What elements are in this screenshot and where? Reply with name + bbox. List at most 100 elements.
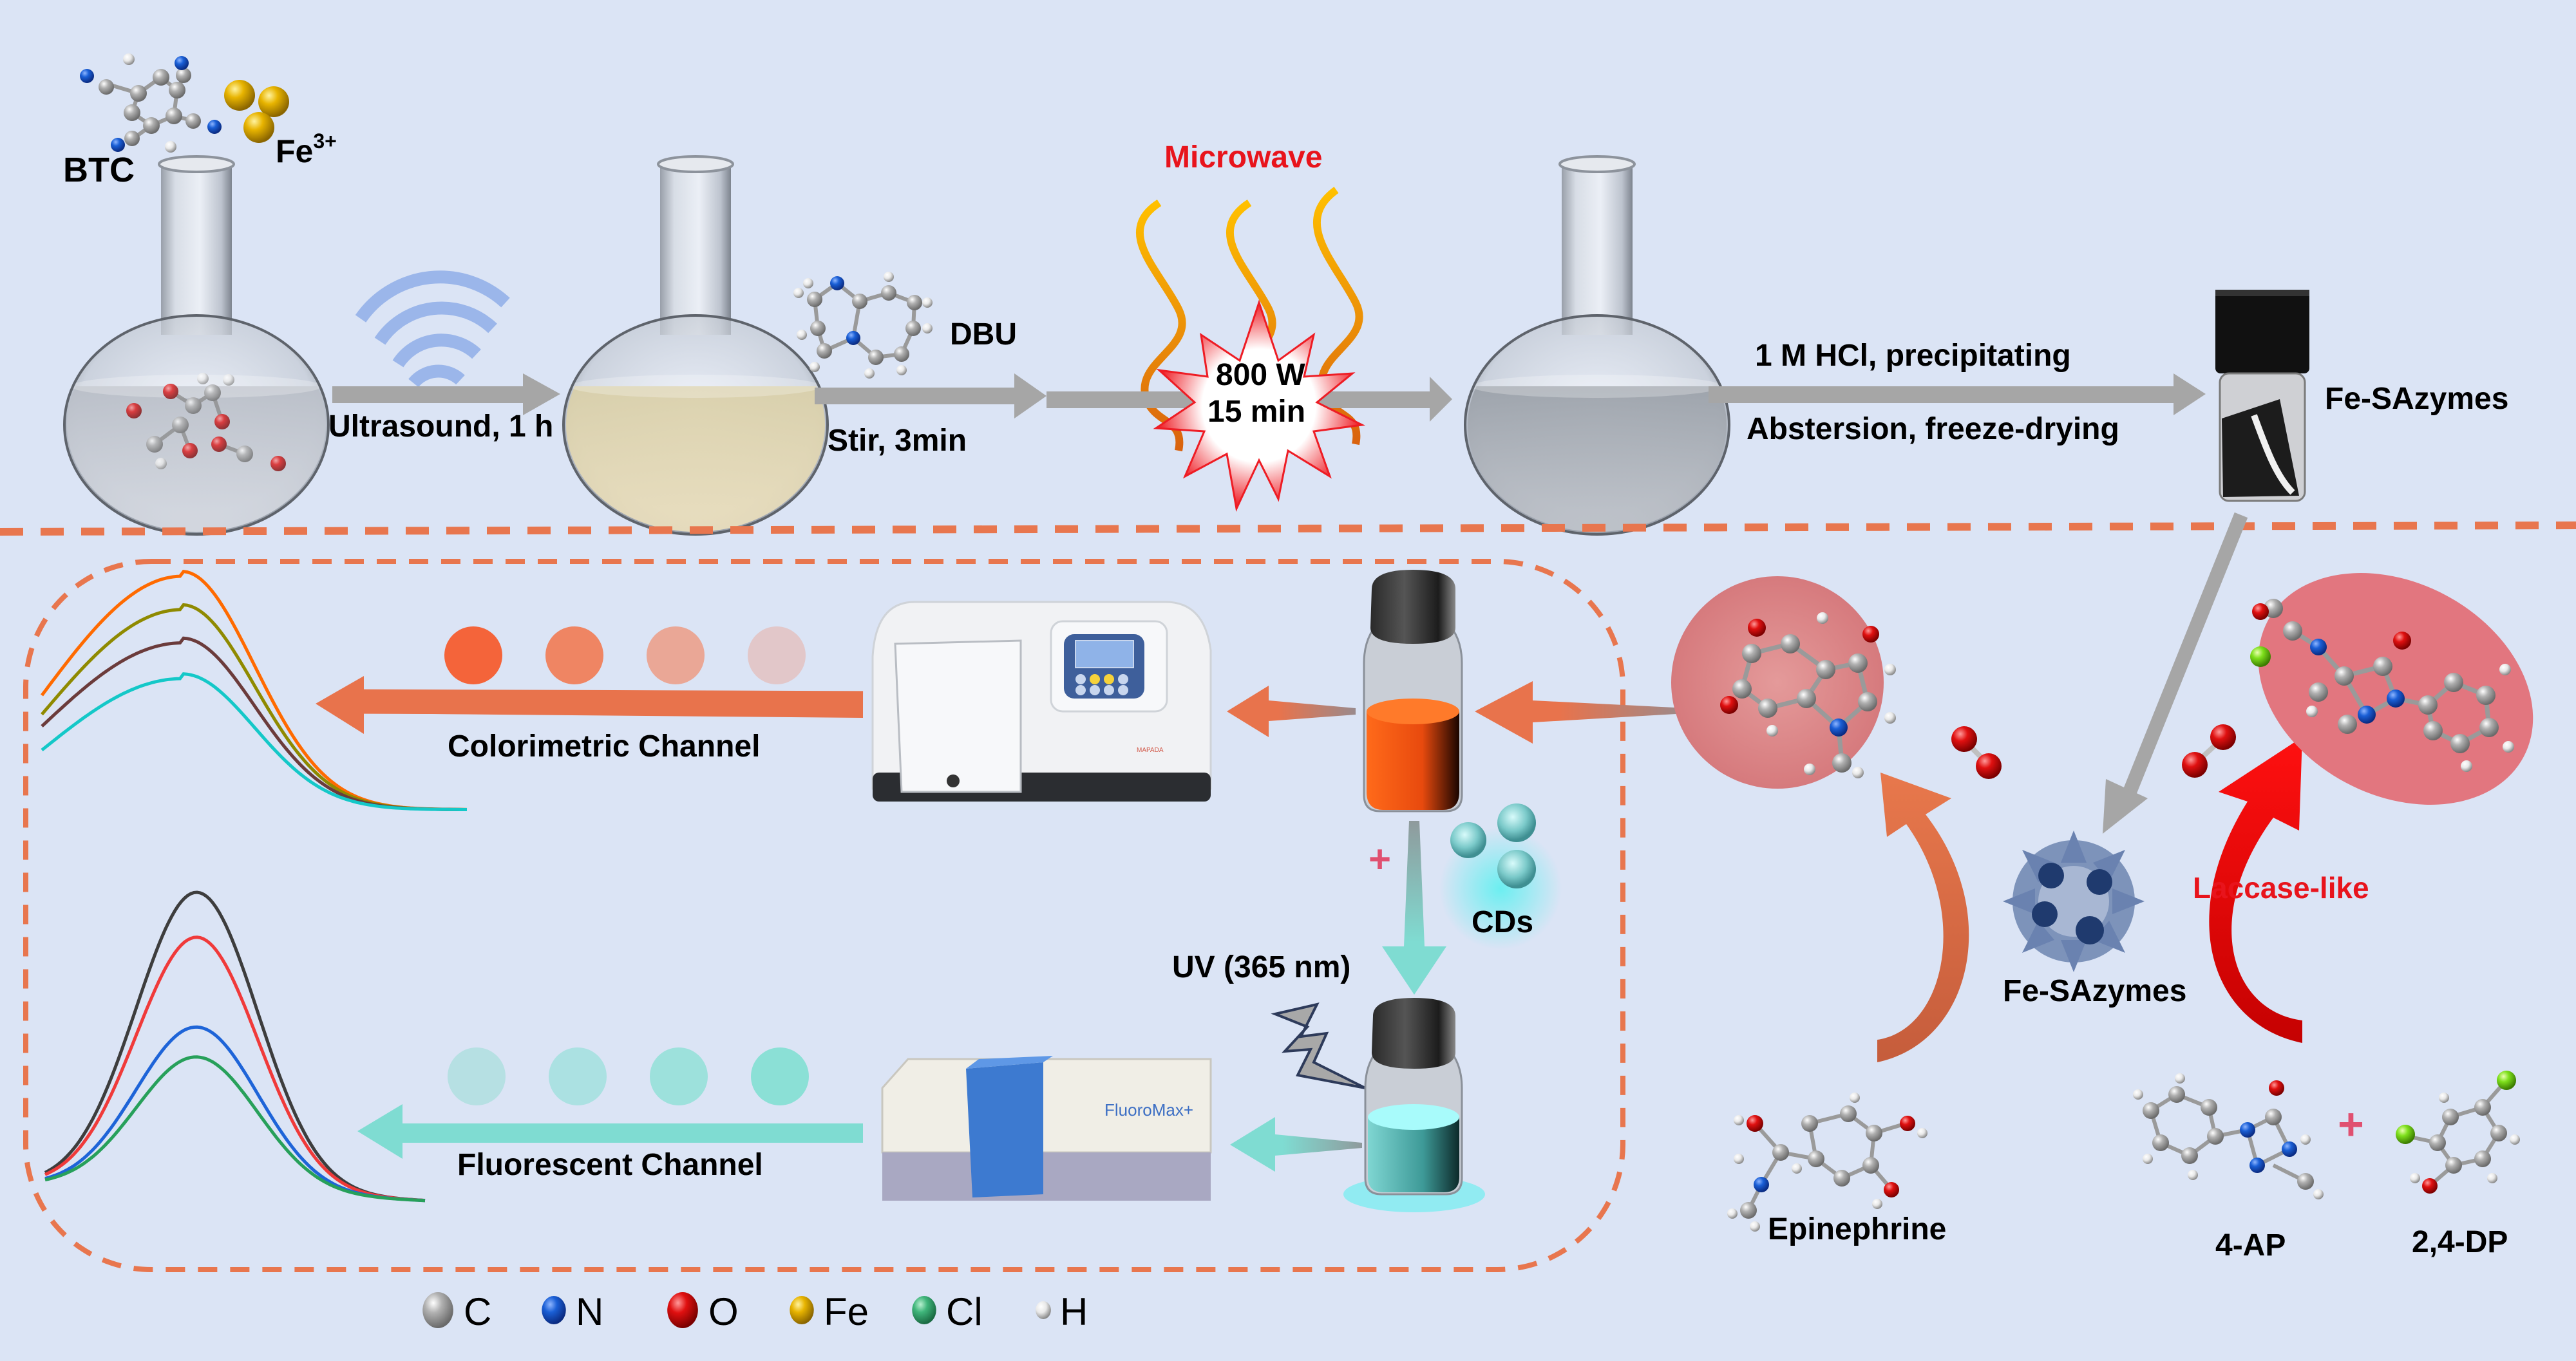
- legend-label: N: [576, 1290, 603, 1333]
- plus-icon: +: [2338, 1099, 2364, 1149]
- dbu-molecule: [793, 272, 933, 379]
- flask-rim: [158, 155, 235, 173]
- color-dot: [444, 626, 502, 684]
- legend-label: H: [1060, 1290, 1088, 1333]
- step-stir-label: Stir, 3min: [828, 424, 967, 458]
- fe-sazymes-nanoflower-icon: [2003, 831, 2145, 972]
- step-hcl-label: 1 M HCl, precipitating: [1755, 339, 2071, 373]
- legend-label: C: [464, 1290, 491, 1333]
- legend-label: O: [708, 1290, 739, 1333]
- oxidized-4ap-product: [2250, 573, 2533, 805]
- carbon-dots-icon: [1439, 803, 1562, 950]
- arrow-vial-to-fluorometer: [1230, 1117, 1362, 1172]
- fluorescent-spectra-chart: [44, 890, 426, 1203]
- step-ultrasound-label: Ultrasound, 1 h: [328, 409, 553, 444]
- atom-legend: C N O Fe Cl H: [422, 1290, 1088, 1333]
- color-dot: [545, 626, 603, 684]
- legend-item-c: C: [422, 1290, 491, 1333]
- vial-fluorescent: [1343, 998, 1485, 1212]
- colorimetric-color-dots: [444, 626, 806, 684]
- atom-cl-icon: [912, 1296, 936, 1324]
- fluorometer: FluoroMax+: [881, 1056, 1212, 1201]
- epinephrine-molecule: [1727, 1093, 1927, 1232]
- flask-microwaved: [1464, 155, 1730, 536]
- legend-label: Cl: [946, 1290, 983, 1333]
- oxygen-molecule-icon: [1951, 726, 2002, 779]
- color-dot: [448, 1047, 506, 1105]
- uv-label: UV (365 nm): [1172, 950, 1350, 984]
- enzyme-label: Fe-SAzymes: [2003, 974, 2186, 1008]
- laccase-like-label: Laccase-like: [2193, 871, 2369, 905]
- fe-ions-icon: [224, 80, 289, 143]
- fluorescent-color-dots: [448, 1047, 809, 1105]
- flask-neck: [1562, 164, 1633, 335]
- epinephrine-label: Epinephrine: [1768, 1212, 1946, 1246]
- solvent-molecules: [126, 373, 286, 471]
- oxidized-epinephrine: [1671, 576, 1896, 789]
- spectrum-line-f4: [44, 1055, 426, 1203]
- 24dp-molecule: [2396, 1071, 2520, 1194]
- btc-label: BTC: [63, 151, 135, 189]
- svg-text:FluoroMax+: FluoroMax+: [1104, 1100, 1193, 1120]
- 4ap-molecule: [2133, 1073, 2324, 1199]
- step-drying-label: Abstersion, freeze-drying: [1747, 412, 2119, 446]
- color-dot: [748, 626, 806, 684]
- legend-label: Fe: [824, 1290, 869, 1333]
- atom-h-icon: [1036, 1301, 1051, 1319]
- btc-molecule: [80, 53, 222, 153]
- starburst-shape: [1153, 299, 1366, 512]
- arrow-ultrasound: [332, 373, 560, 415]
- dbu-label: DBU: [950, 317, 1017, 352]
- legend-item-n: N: [542, 1290, 603, 1333]
- vial-colorimetric: [1363, 570, 1463, 812]
- plus-icon: +: [1368, 838, 1391, 881]
- arrow-vial-to-uvvis: [1227, 686, 1356, 737]
- legend-item-cl: Cl: [912, 1290, 983, 1333]
- detection-box: [23, 559, 1625, 1272]
- oxygen-molecule-icon: [2182, 724, 2236, 778]
- color-dot: [650, 1047, 708, 1105]
- colorimetric-arrow: [316, 676, 864, 734]
- atom-fe-icon: [790, 1296, 814, 1324]
- atom-o-icon: [667, 1292, 698, 1328]
- flask-neck: [161, 164, 232, 335]
- spectrum-line-f2: [44, 935, 426, 1203]
- atom-n-icon: [542, 1296, 566, 1324]
- flask-sonicated: [562, 155, 829, 536]
- color-dot: [549, 1047, 607, 1105]
- microwave-label: Microwave: [1164, 140, 1322, 174]
- flask-rim: [1558, 155, 1636, 173]
- flask-neck: [660, 164, 731, 335]
- atom-c-icon: [422, 1292, 453, 1328]
- arrow-to-enzyme: [2103, 512, 2248, 834]
- legend-item-h: H: [1036, 1290, 1088, 1333]
- flask-rim: [657, 155, 734, 173]
- colorimetric-spectra-chart: [41, 570, 468, 811]
- arc-arrow-epinephrine: [1877, 773, 1969, 1088]
- microwave-time: 15 min: [1208, 395, 1305, 429]
- legend-item-fe: Fe: [790, 1290, 869, 1333]
- fluorescent-arrow: [357, 1104, 863, 1159]
- microwave-power: 800 W: [1216, 358, 1305, 392]
- color-dot: [751, 1047, 809, 1105]
- svg-text:MAPADA: MAPADA: [1137, 747, 1164, 754]
- fluorescent-channel-label: Fluorescent Channel: [457, 1148, 763, 1182]
- arrow-stir: [815, 373, 1046, 418]
- cds-label: CDs: [1472, 905, 1533, 939]
- colorimetric-channel-label: Colorimetric Channel: [448, 729, 760, 764]
- arrow-add-cds: [1382, 821, 1446, 995]
- fe-ion-label: Fe3+: [276, 129, 337, 169]
- arrow-purification: [1709, 373, 2206, 415]
- product-vial: [2215, 290, 2309, 502]
- color-dot: [647, 626, 705, 684]
- 24dp-label: 2,4-DP: [2412, 1225, 2508, 1259]
- ultrasound-icon: [355, 270, 510, 388]
- arrow-product-to-vial: [1475, 681, 1687, 744]
- arc-arrow-laccase: [2209, 737, 2302, 1069]
- legend-item-o: O: [667, 1290, 739, 1333]
- spectrum-line-s4: [41, 672, 467, 811]
- 4ap-label: 4-AP: [2215, 1228, 2286, 1262]
- product-label: Fe-SAzymes: [2325, 382, 2508, 416]
- uvvis-spectrophotometer: MAPADA: [871, 601, 1212, 802]
